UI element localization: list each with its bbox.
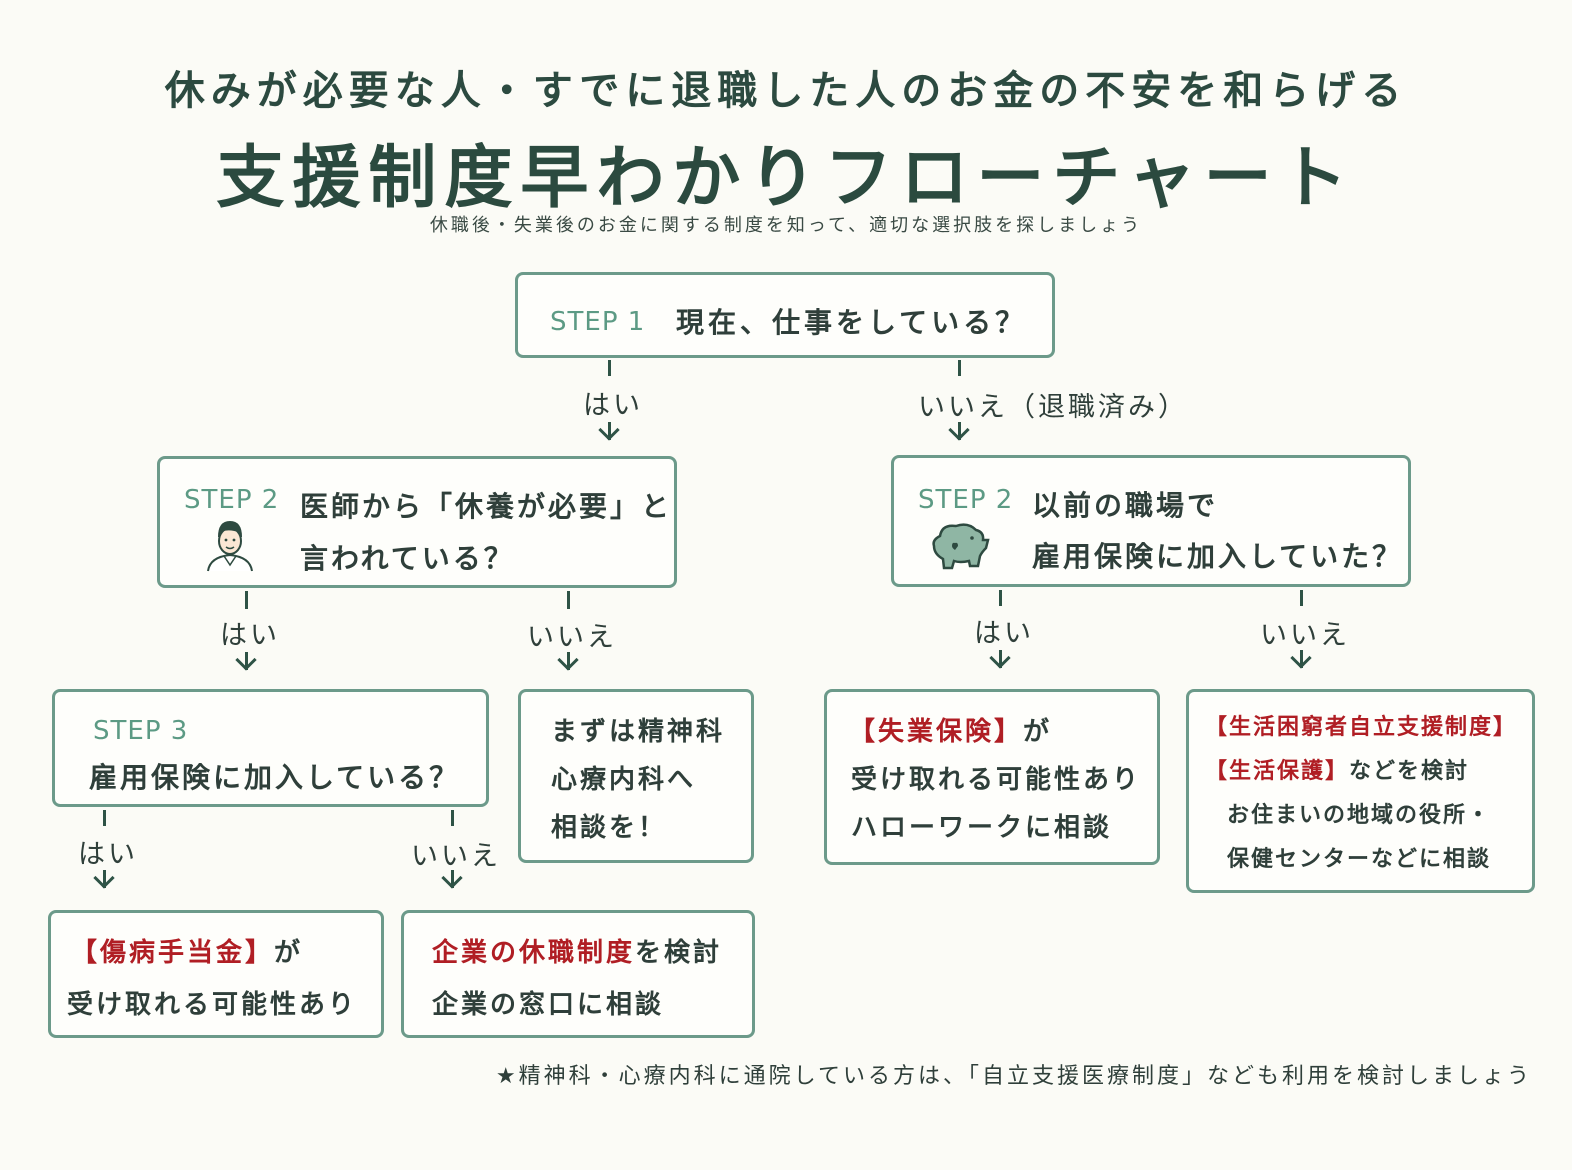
connector [103, 810, 106, 826]
connector [958, 422, 961, 440]
connector [608, 422, 611, 440]
subtitle: 休みが必要な人・すでに退職した人のお金の不安を和らげる [164, 68, 1408, 114]
result-welfare-line3: お住まいの地域の役所・ [1227, 803, 1492, 828]
step2-left-label: STEP 2 [184, 485, 280, 515]
suffix: を検討 [635, 938, 723, 968]
highlight-company-leave: 企業の休職制度 [432, 938, 636, 968]
result-psychiatry-line2: 心療内科へ [551, 765, 697, 795]
highlight-public-assistance: 【生活保護】 [1205, 759, 1350, 784]
step1-box: STEP 1 現在、仕事をしている？ [515, 272, 1055, 358]
connector [451, 810, 454, 826]
result-company-line1: 企業の休職制度を検討 [432, 927, 722, 979]
connector [567, 652, 570, 670]
result-unemployment-line1: 【失業保険】が [849, 706, 1052, 758]
piggy-bank-icon [932, 523, 990, 570]
suffix: などを検討 [1349, 759, 1470, 784]
result-company-box: 企業の休職制度を検討 企業の窓口に相談 [401, 910, 755, 1038]
connector [245, 652, 248, 670]
label-yes: はい [220, 620, 280, 651]
step2-right-box: STEP 2 以前の職場で 雇用保険に加入していた？ [891, 455, 1411, 587]
connector [245, 591, 248, 609]
result-unemployment-line3: ハローワークに相談 [851, 813, 1113, 843]
label-yes: はい [583, 390, 643, 421]
result-sickness-line2: 受け取れる可能性あり [67, 990, 358, 1020]
step3-question: 雇用保険に加入している？ [89, 761, 461, 794]
connector [608, 360, 611, 376]
connector [999, 590, 1002, 606]
result-psychiatry-box: まずは精神科 心療内科へ 相談を！ [518, 689, 754, 863]
result-welfare-line4: 保健センターなどに相談 [1227, 847, 1492, 872]
caption: 休職後・失業後のお金に関する制度を知って、適切な選択肢を探しましょう [429, 215, 1143, 236]
step2-left-box: STEP 2 医師から「休養が必要」と 言われている？ [157, 456, 677, 588]
result-unemployment-box: 【失業保険】が 受け取れる可能性あり ハローワークに相談 [824, 689, 1160, 865]
connector [958, 360, 961, 376]
label-no: いいえ [527, 622, 617, 653]
step2-right-label: STEP 2 [918, 485, 1014, 515]
page-title: 支援制度早わかりフローチャート [216, 139, 1356, 218]
suffix: が [1023, 717, 1053, 747]
suffix: が [274, 938, 304, 968]
highlight-self-reliance-support: 【生活困窮者自立支援制度】 [1205, 715, 1518, 740]
step3-label: STEP 3 [93, 716, 189, 746]
connector [1300, 650, 1303, 668]
step2-left-line1: 医師から「休養が必要」と [300, 490, 673, 523]
connector [103, 870, 106, 888]
result-welfare-box: 【生活困窮者自立支援制度】 【生活保護】などを検討 お住まいの地域の役所・ 保健… [1186, 689, 1535, 893]
result-sickness-box: 【傷病手当金】が 受け取れる可能性あり [48, 910, 384, 1038]
doctor-icon [207, 521, 253, 572]
footnote: ★精神科・心療内科に通院している方は、「自立支援医療制度」なども利用を検討しまし… [495, 1064, 1532, 1089]
result-welfare-line1: 【生活困窮者自立支援制度】 [1205, 706, 1517, 750]
result-psychiatry-line1: まずは精神科 [551, 717, 726, 747]
result-welfare-line2: 【生活保護】などを検討 [1205, 750, 1469, 794]
highlight-sickness-allowance: 【傷病手当金】 [71, 938, 275, 968]
step3-box: STEP 3 雇用保険に加入している？ [52, 689, 489, 807]
label-no: いいえ [411, 841, 501, 872]
connector [1300, 590, 1303, 606]
step2-right-line1: 以前の職場で [1032, 489, 1219, 522]
step2-left-line2: 言われている？ [300, 542, 515, 575]
label-yes: はい [78, 839, 138, 870]
result-company-line2: 企業の窓口に相談 [432, 990, 665, 1020]
result-unemployment-line2: 受け取れる可能性あり [851, 765, 1142, 795]
connector [451, 870, 454, 888]
step2-right-line2: 雇用保険に加入していた？ [1032, 540, 1404, 573]
result-psychiatry-line3: 相談を！ [551, 813, 668, 843]
connector [567, 591, 570, 609]
step1-label: STEP 1 [550, 307, 646, 337]
connector [999, 650, 1002, 668]
step1-question: 現在、仕事をしている？ [676, 306, 1028, 339]
label-no: いいえ [1260, 620, 1350, 651]
label-yes: はい [974, 618, 1034, 649]
highlight-unemployment-insurance: 【失業保険】 [849, 717, 1024, 747]
label-no-retired: いいえ（退職済み） [918, 392, 1188, 423]
result-sickness-line1: 【傷病手当金】が [71, 927, 303, 979]
